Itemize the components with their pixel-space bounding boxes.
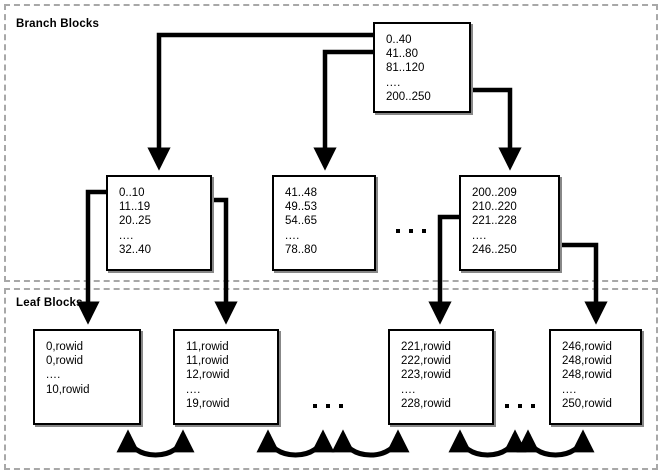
leaf-entry: 0,rowid	[46, 355, 84, 368]
leaf-block-3-entries: 221,rowid 222,rowid 223,rowid .... 228,r…	[390, 331, 492, 411]
leaf-gap-2-ellipsis-icon	[505, 404, 535, 408]
leaf-block-1-entries: 0,rowid 0,rowid .... 10,rowid	[35, 331, 139, 397]
leaf-entry: 228,rowid	[401, 397, 451, 410]
branch-entry: 32..40	[119, 243, 151, 256]
branch-block-2-entries: 41..48 49..53 54..65 .... 78..80	[274, 177, 374, 257]
branch-entry-ellipsis: ....	[472, 229, 487, 242]
root-entry: 41..80	[386, 48, 418, 61]
branch-entry: 54..65	[285, 215, 317, 228]
branch-entry: 0..10	[119, 187, 145, 199]
leaf-entry: 222,rowid	[401, 355, 451, 368]
leaf-block-2[interactable]: 11,rowid 11,rowid 12,rowid .... 19,rowid	[173, 329, 279, 425]
leaf-block-2-entries: 11,rowid 11,rowid 12,rowid .... 19,rowid	[175, 331, 277, 411]
leaf-block-1[interactable]: 0,rowid 0,rowid .... 10,rowid	[33, 329, 141, 425]
leaf-entry-ellipsis: ....	[186, 383, 201, 396]
branch-entry: 246..250	[472, 243, 517, 256]
leaf-entry: 221,rowid	[401, 341, 451, 353]
leaf-block-3[interactable]: 221,rowid 222,rowid 223,rowid .... 228,r…	[388, 329, 494, 425]
leaf-block-4-entries: 246,rowid 248,rowid 248,rowid .... 250,r…	[551, 331, 640, 411]
leaf-entry: 11,rowid	[186, 341, 229, 353]
branch-blocks-label: Branch Blocks	[16, 18, 100, 30]
leaf-entry: 11,rowid	[186, 355, 229, 368]
leaf-blocks-label: Leaf Blocks	[16, 297, 83, 309]
leaf-entry: 0,rowid	[46, 341, 84, 353]
leaf-gap-1-ellipsis-icon	[313, 404, 343, 408]
branch-block-1-entries: 0..10 11..19 20..25 .... 32..40	[108, 177, 210, 257]
branch-entry: 210..220	[472, 201, 517, 214]
branch-entry: 20..25	[119, 215, 151, 228]
branch-entry-ellipsis: ....	[285, 229, 300, 242]
branch-entry: 41..48	[285, 187, 317, 199]
branch-entry: 49..53	[285, 201, 317, 214]
leaf-entry: 250,rowid	[562, 397, 612, 410]
branch-block-1[interactable]: 0..10 11..19 20..25 .... 32..40	[106, 175, 212, 271]
branch-gap-ellipsis-icon	[396, 229, 426, 233]
branch-entry: 11..19	[119, 201, 151, 214]
leaf-entry: 248,rowid	[562, 369, 612, 382]
leaf-entry: 223,rowid	[401, 369, 451, 382]
branch-entry: 200..209	[472, 187, 517, 199]
root-entry: 81..120	[386, 62, 425, 75]
leaf-entry: 246,rowid	[562, 341, 612, 353]
branch-entry-ellipsis: ....	[119, 229, 134, 242]
leaf-entry: 10,rowid	[46, 383, 90, 396]
leaf-entry-ellipsis: ....	[46, 369, 61, 382]
root-block-entries: 0..40 41..80 81..120 .... 200..250	[375, 24, 469, 104]
leaf-block-4[interactable]: 246,rowid 248,rowid 248,rowid .... 250,r…	[549, 329, 642, 425]
root-entry-ellipsis: ....	[386, 76, 401, 89]
branch-entry: 221..228	[472, 215, 517, 228]
branch-blocks-region	[4, 4, 658, 282]
leaf-entry: 248,rowid	[562, 355, 612, 368]
branch-entry: 78..80	[285, 243, 317, 256]
root-entry: 0..40	[386, 34, 412, 46]
branch-block-3[interactable]: 200..209 210..220 221..228 .... 246..250	[459, 175, 560, 271]
leaf-entry-ellipsis: ....	[401, 383, 416, 396]
branch-block-3-entries: 200..209 210..220 221..228 .... 246..250	[461, 177, 558, 257]
root-entry: 200..250	[386, 90, 431, 103]
leaf-entry: 19,rowid	[186, 397, 230, 410]
leaf-entry: 12,rowid	[186, 369, 230, 382]
leaf-entry-ellipsis: ....	[562, 383, 577, 396]
branch-block-2[interactable]: 41..48 49..53 54..65 .... 78..80	[272, 175, 376, 271]
leaf-blocks-region	[4, 288, 658, 470]
root-block[interactable]: 0..40 41..80 81..120 .... 200..250	[373, 22, 471, 113]
